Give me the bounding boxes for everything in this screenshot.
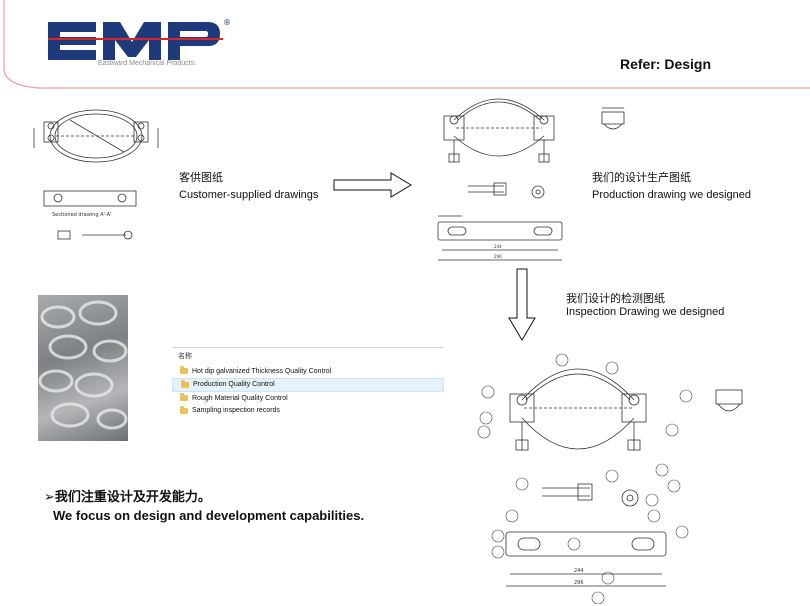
focus-text-cn: 我们注重设计及开发能力。 (54, 490, 211, 505)
down-arrow-icon (508, 268, 536, 341)
bullet-arrow-icon: ➢ (44, 490, 55, 505)
folder-icon (180, 393, 188, 402)
file-list-item[interactable]: Rough Material Quality Control (172, 392, 444, 405)
header-arc (3, 0, 810, 89)
production-drawing: 244 296 (437, 98, 563, 261)
file-list-item-label: Sampling inspection records (192, 407, 280, 415)
file-list-item-label: Production Quality Control (193, 381, 275, 389)
inspection-drawing: 244 296 (477, 353, 743, 604)
svg-text:296: 296 (574, 580, 584, 586)
file-list-item-selected[interactable]: Production Quality Control (172, 377, 444, 392)
customer-drawing: Sectioned drawing A'-A' (33, 109, 159, 240)
production-label-en: Production drawing we designed (592, 189, 751, 201)
customer-label: 客供图纸 Customer-supplied drawings (179, 170, 318, 204)
sectioned-caption: Sectioned drawing A'-A' (52, 212, 111, 218)
production-label-cn: 我们的设计生产图纸 (592, 172, 691, 184)
profile-drawing (601, 107, 625, 130)
customer-label-en: Customer-supplied drawings (179, 189, 319, 201)
inspection-label-en: Inspection Drawing we designed (566, 306, 725, 318)
registered-mark: ® (223, 18, 231, 27)
right-arrow-icon (333, 172, 412, 198)
inspection-label: 我们设计的检测图纸 Inspection Drawing we designed (566, 293, 724, 319)
folder-icon (181, 379, 189, 388)
svg-text:244: 244 (494, 244, 502, 249)
file-list-item[interactable]: Hot dip galvanized Thickness Quality Con… (172, 365, 444, 378)
refer-design-title: Refer: Design (620, 56, 712, 72)
logo-tagline: Eastward Mechanical Products. (98, 60, 197, 67)
file-list-header: 名称 (178, 353, 192, 360)
file-list-panel: 名称 Hot dip galvanized Thickness Quality … (172, 347, 444, 443)
production-label: 我们的设计生产图纸 Production drawing we designed (592, 170, 751, 204)
clamp-parts-photo (38, 295, 128, 441)
svg-text:296: 296 (494, 254, 502, 259)
focus-statement-en: We focus on design and development capab… (53, 508, 365, 523)
emp-logo: ® (48, 18, 231, 60)
folder-icon (180, 366, 188, 375)
file-list-item[interactable]: Sampling inspection records (172, 405, 444, 418)
customer-label-cn: 客供图纸 (179, 172, 223, 184)
folder-icon (180, 405, 188, 414)
focus-statement-cn: ➢我们注重设计及开发能力。 (44, 486, 211, 505)
svg-text:244: 244 (574, 568, 584, 574)
file-list-item-label: Rough Material Quality Control (192, 394, 288, 402)
file-list-item-label: Hot dip galvanized Thickness Quality Con… (192, 367, 332, 375)
inspection-label-cn: 我们设计的检测图纸 (566, 293, 665, 305)
